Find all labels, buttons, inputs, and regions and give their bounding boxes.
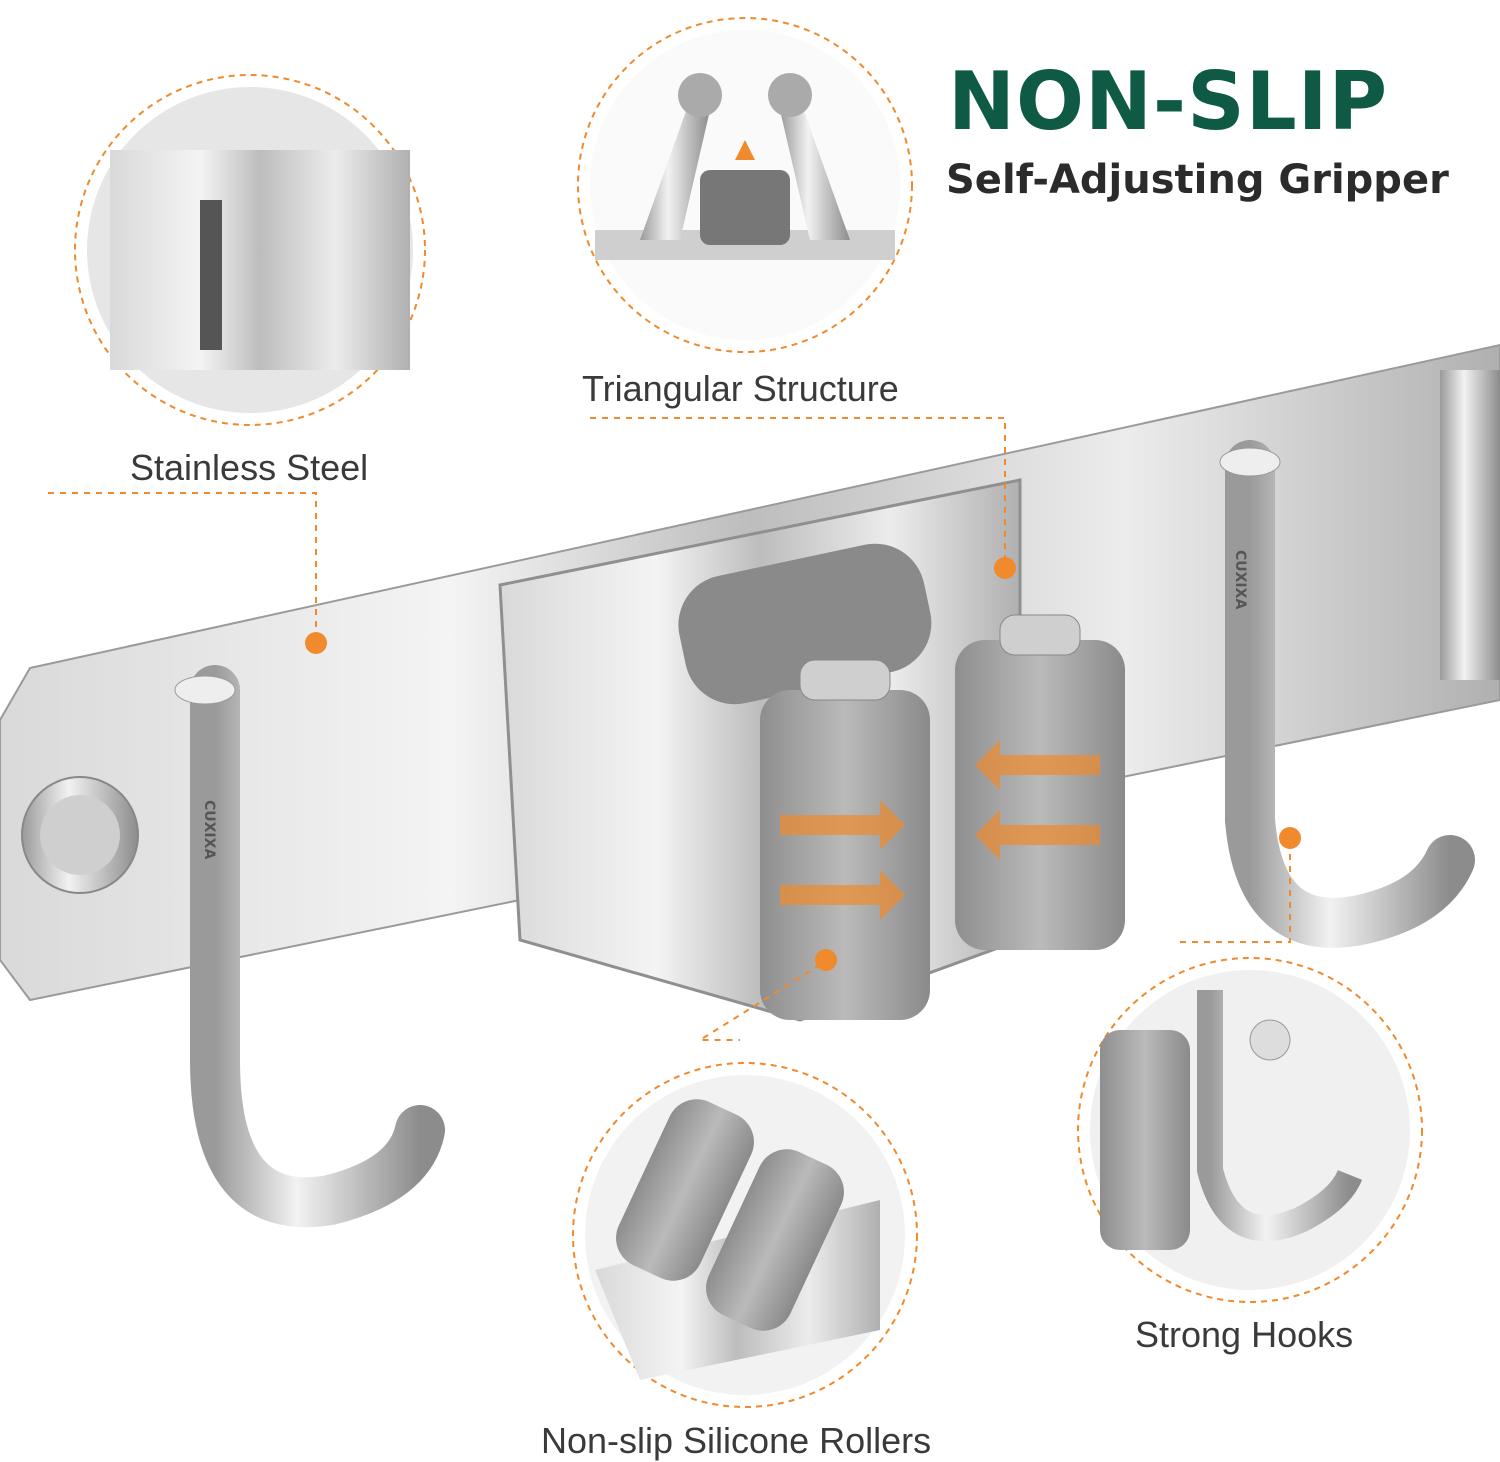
label-strong-hooks: Strong Hooks <box>1135 1314 1354 1355</box>
headline-title: NON-SLIP <box>948 55 1389 148</box>
label-triangular-structure: Triangular Structure <box>582 368 899 409</box>
roller-left <box>760 659 930 1020</box>
detail-circle-triangular-structure <box>577 17 913 353</box>
label-silicone-rollers: Non-slip Silicone Rollers <box>541 1420 932 1461</box>
detail-circle-strong-hooks <box>1077 957 1423 1303</box>
hook-right: CUXIXA <box>1219 440 1475 948</box>
brand-engraving: CUXIXA <box>1232 550 1248 609</box>
hook-left: CUXIXA <box>174 665 445 1228</box>
roller-right <box>955 614 1125 950</box>
label-stainless-steel: Stainless Steel <box>130 447 369 488</box>
callout-dots <box>305 557 1301 971</box>
detail-circle-silicone-rollers <box>572 1062 918 1408</box>
callout-lines <box>48 417 1291 1041</box>
motion-arrows <box>780 740 1100 920</box>
hook-partial <box>1440 370 1500 680</box>
detail-circle-stainless-steel <box>74 74 426 426</box>
headline-subtitle: Self-Adjusting Gripper <box>946 157 1449 203</box>
brand-engraving: CUXIXA <box>201 800 217 859</box>
